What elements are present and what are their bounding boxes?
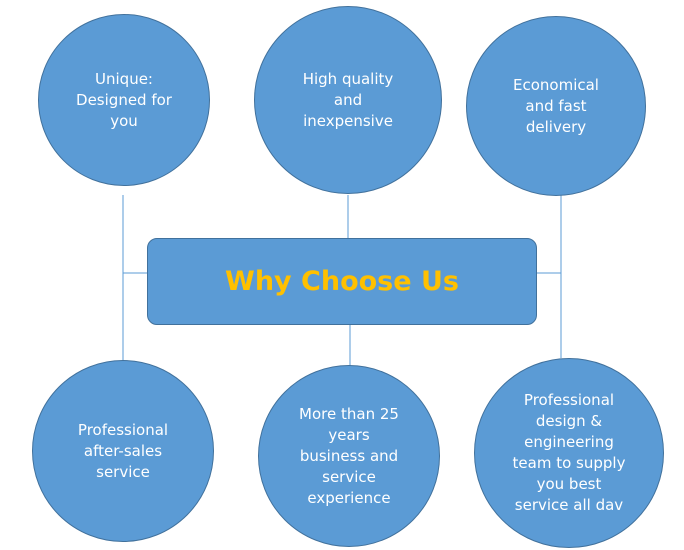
node-economical-line-2: and fast (525, 96, 587, 115)
node-economical-line-3: delivery (525, 117, 587, 136)
node-design-team-line-3: engineering (524, 433, 614, 451)
central-title-box: Why Choose Us (147, 238, 537, 325)
node-design-team-line-2: design & (535, 412, 603, 430)
node-after-sales-line-2: after-sales (83, 441, 163, 460)
node-experience-line-3: business and (299, 446, 399, 465)
central-title: Why Choose Us (225, 266, 459, 297)
node-after-sales-line-3: service (96, 462, 150, 481)
node-unique-line-3: you (110, 111, 138, 130)
node-experience: More than 25 years business and service … (258, 365, 440, 547)
node-economical-line-1: Economical (513, 75, 599, 94)
node-experience-line-5: experience (307, 488, 391, 507)
node-design-team-line-5: you best (536, 475, 602, 493)
node-experience-line-4: service (322, 467, 376, 486)
node-economical: Economical and fast delivery (466, 16, 646, 196)
node-experience-line-1: More than 25 (299, 404, 399, 423)
node-high-quality-line-3: inexpensive (303, 111, 393, 130)
node-high-quality-line-1: High quality (302, 69, 394, 88)
node-unique-line-1: Unique: (95, 69, 153, 88)
node-design-team-line-4: team to supply (512, 454, 626, 472)
node-after-sales-line-1: Professional (77, 420, 169, 439)
node-design-team: Professional design & engineering team t… (474, 358, 664, 548)
node-high-quality: High quality and inexpensive (254, 6, 442, 194)
node-experience-line-2: years (328, 425, 370, 444)
node-unique: Unique: Designed for you (38, 14, 210, 186)
node-design-team-line-6: service all dav (514, 496, 624, 514)
node-high-quality-line-2: and (333, 90, 363, 109)
node-design-team-line-1: Professional (523, 391, 615, 409)
node-after-sales: Professional after-sales service (32, 360, 214, 542)
node-unique-line-2: Designed for (76, 90, 172, 109)
